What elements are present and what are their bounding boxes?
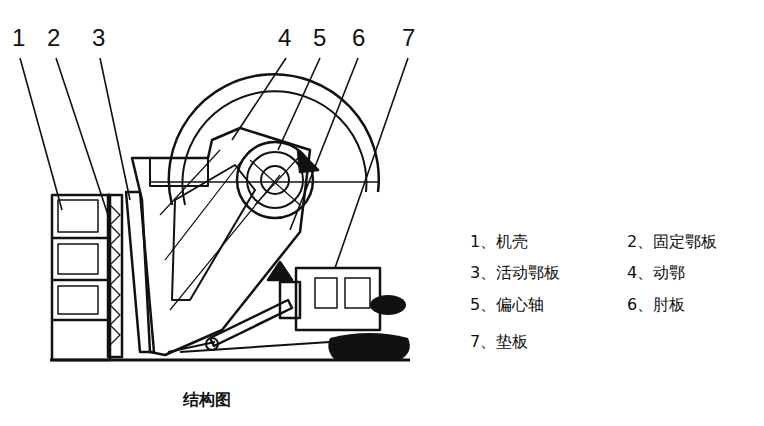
callout-number: 1 bbox=[12, 24, 25, 53]
marker bbox=[268, 262, 292, 280]
shaft-hatch bbox=[250, 158, 300, 205]
frame-rib bbox=[52, 319, 110, 322]
frame bbox=[52, 195, 110, 360]
legend-entry: 5、偏心轴 bbox=[470, 295, 544, 314]
frame-slot bbox=[58, 286, 98, 314]
leader-line bbox=[290, 58, 358, 230]
block-detail bbox=[315, 278, 337, 308]
leader-line bbox=[335, 58, 408, 268]
shim-plate bbox=[280, 282, 300, 318]
leader-line bbox=[20, 58, 62, 210]
leader-line bbox=[100, 58, 130, 200]
frame-slot bbox=[58, 244, 98, 274]
back-block bbox=[296, 268, 380, 330]
legend-entry: 6、肘板 bbox=[627, 295, 685, 314]
shadow-blobs bbox=[328, 295, 409, 360]
callout-number: 6 bbox=[352, 24, 365, 53]
caption: 结构图 bbox=[183, 390, 231, 409]
leader-line bbox=[278, 58, 320, 150]
fixed-jaw-plate bbox=[108, 195, 122, 357]
callout-number: 2 bbox=[47, 24, 60, 53]
pin bbox=[206, 338, 218, 350]
frame-rib bbox=[52, 279, 110, 282]
callout-number: 7 bbox=[402, 24, 415, 53]
leader-line bbox=[56, 58, 108, 215]
marker bbox=[298, 150, 318, 172]
eccentric-shaft bbox=[247, 152, 303, 208]
legend-entry: 7、垫板 bbox=[470, 332, 528, 351]
blob bbox=[370, 295, 406, 315]
leader-lines bbox=[20, 58, 408, 268]
frame-slot bbox=[58, 200, 98, 232]
shaft-core bbox=[261, 166, 289, 194]
legend-entry: 3、活动鄂板 bbox=[470, 263, 560, 282]
legend-entry: 1、机壳 bbox=[470, 232, 528, 251]
frame-rib bbox=[52, 237, 110, 240]
center-line bbox=[150, 181, 380, 183]
plate-teeth bbox=[110, 205, 120, 345]
jaw-slot bbox=[172, 165, 255, 300]
callout-number: 5 bbox=[313, 24, 326, 53]
block-detail bbox=[345, 278, 370, 308]
callout-number: 4 bbox=[278, 24, 291, 53]
legend-entry: 2、固定鄂板 bbox=[627, 232, 717, 251]
blob bbox=[328, 333, 409, 360]
legend-entry: 4、动鄂 bbox=[627, 263, 685, 282]
callout-number: 3 bbox=[92, 24, 105, 53]
moving-jaw bbox=[132, 128, 310, 355]
